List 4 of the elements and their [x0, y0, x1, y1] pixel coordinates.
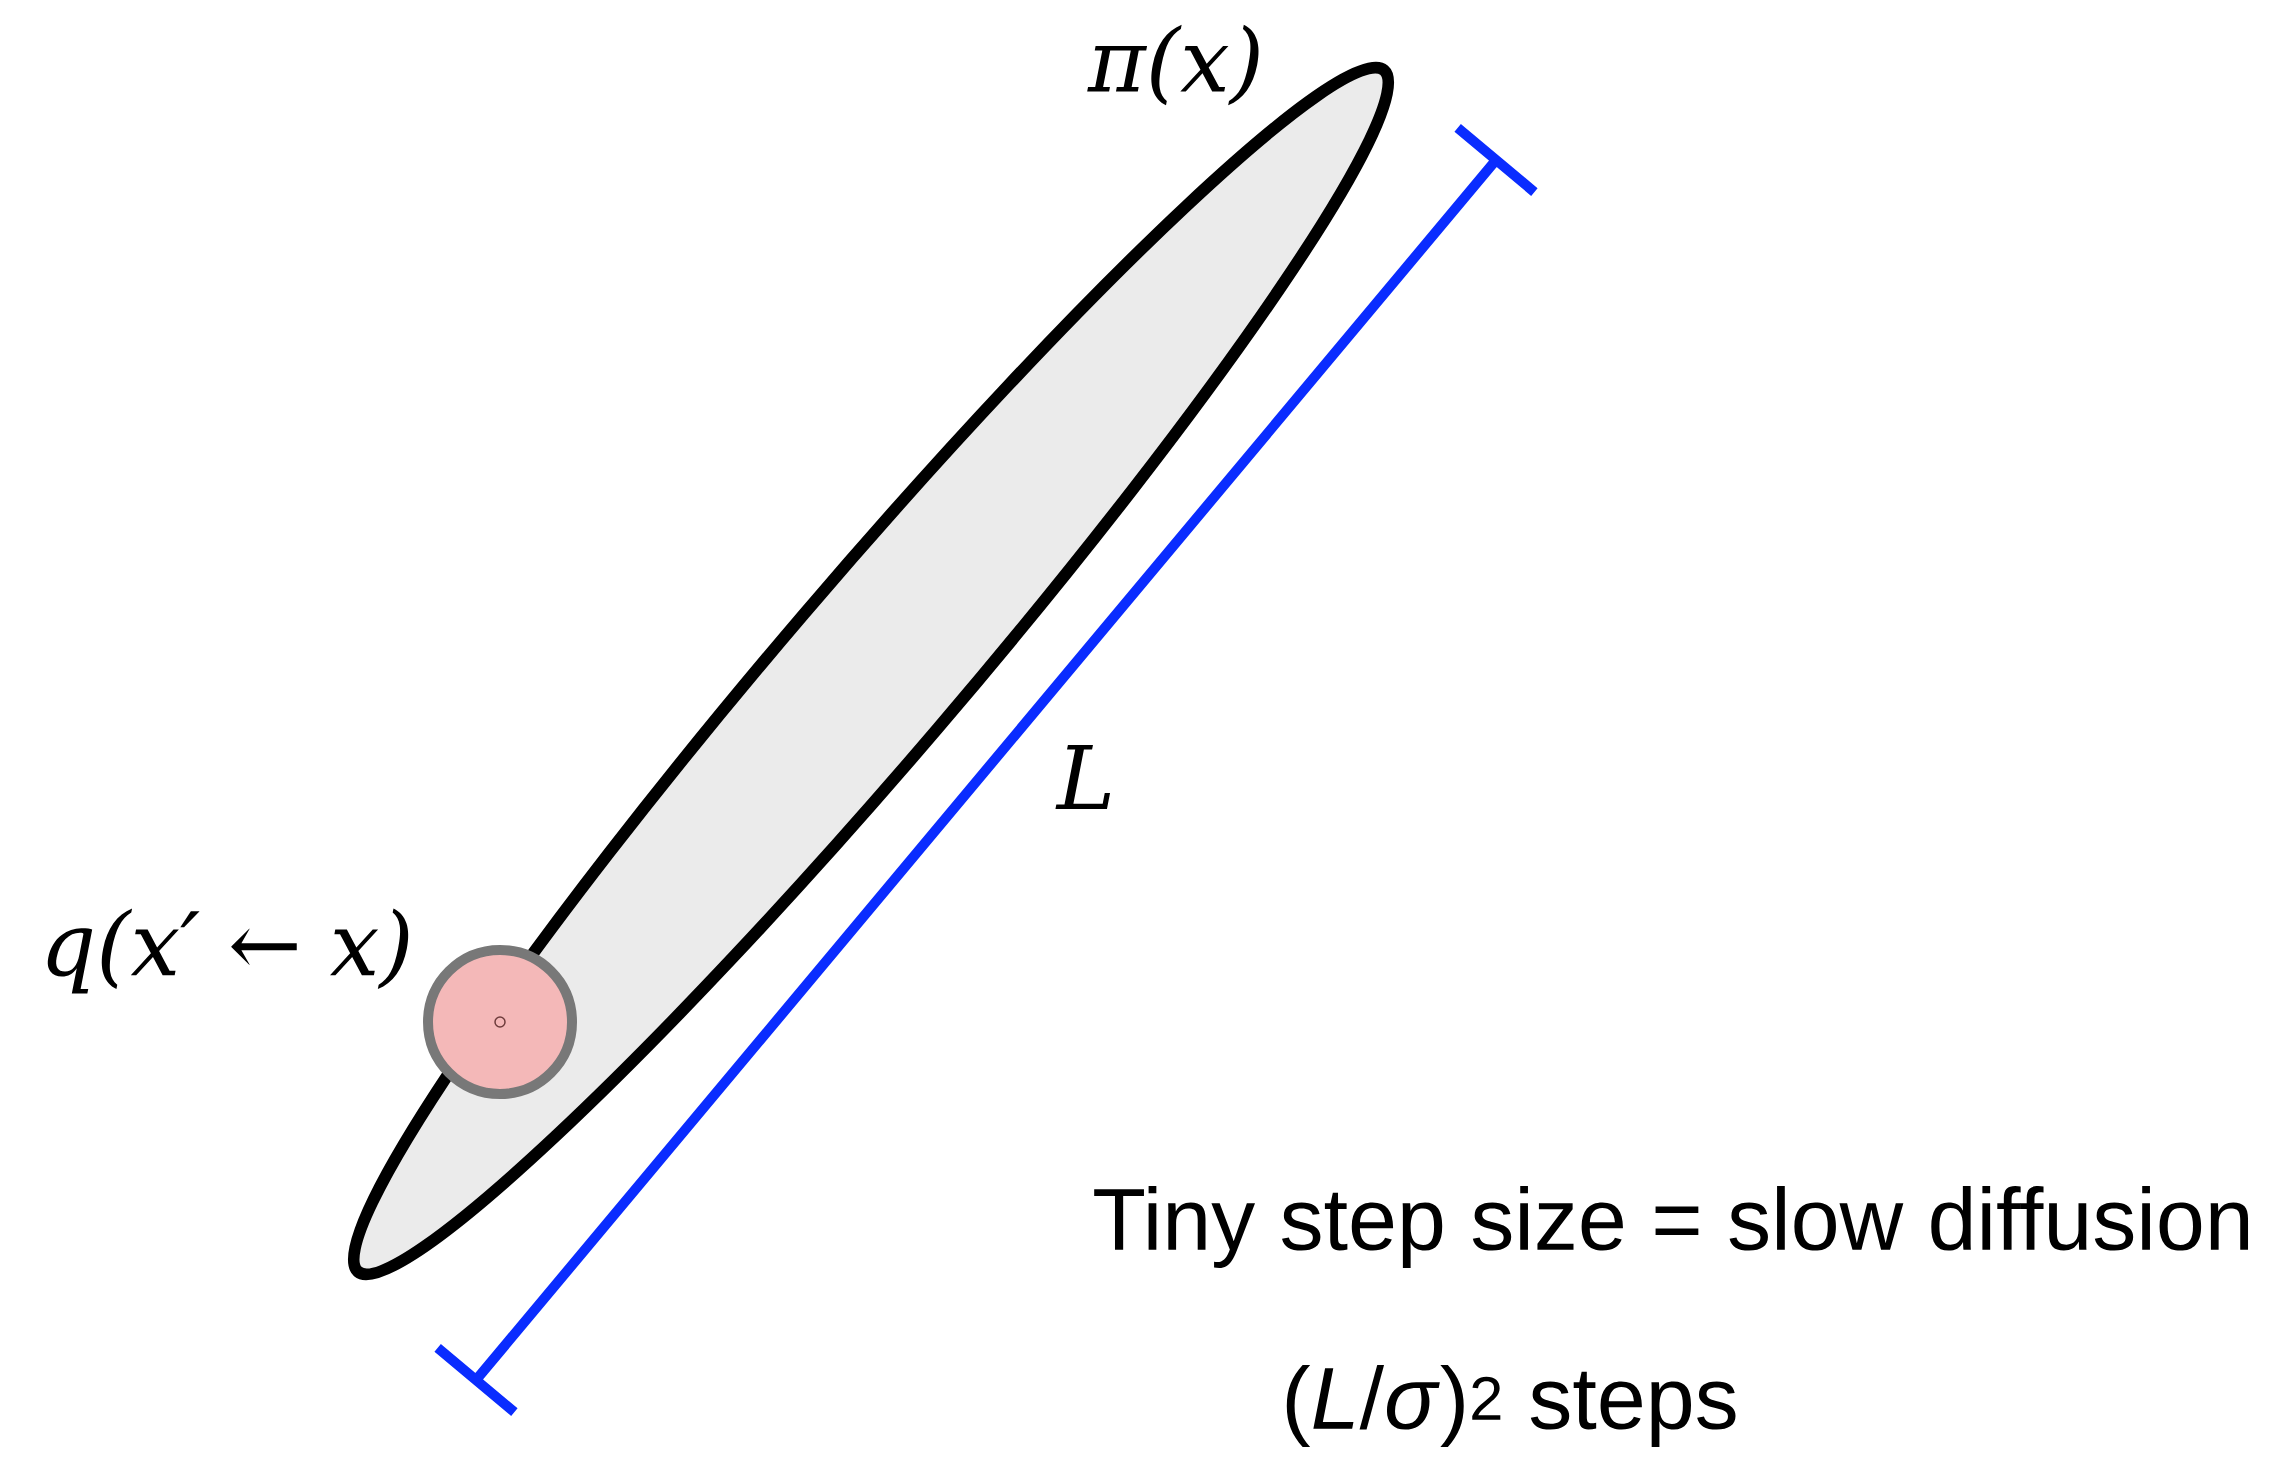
node-label: q(x′ ← x) — [47, 908, 409, 994]
caption-text: Tiny step size = slow diffusion — [1094, 1186, 2248, 1268]
steps-text: (L/σ)$^{2}$ steps — [1286, 1365, 1736, 1447]
dimension-label: L — [1055, 744, 1111, 810]
